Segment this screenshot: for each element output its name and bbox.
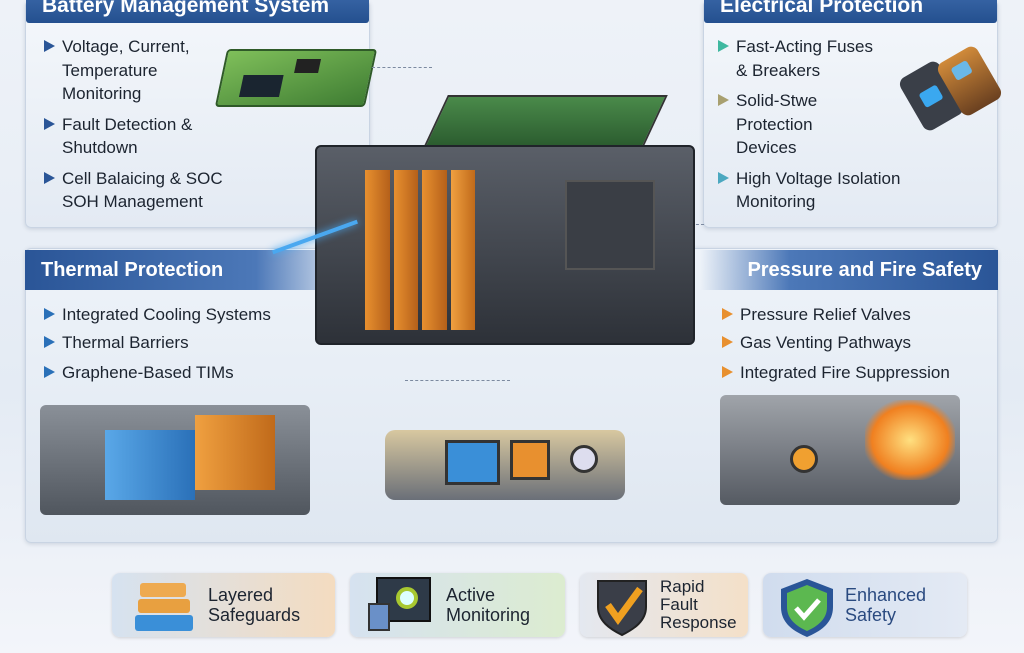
bullet-icon bbox=[722, 366, 733, 378]
pressure-item: Integrated Fire Suppression bbox=[718, 361, 998, 385]
bullet-icon bbox=[44, 308, 55, 320]
connector-line bbox=[372, 67, 432, 68]
fuse-image bbox=[897, 43, 1004, 134]
bullet-icon bbox=[44, 335, 55, 348]
connector-line bbox=[405, 380, 510, 381]
bms-item: Fault Detection & Shutdown bbox=[40, 113, 240, 160]
badge-label: Rapid Fault Response bbox=[660, 577, 737, 632]
bullet-icon bbox=[718, 171, 729, 184]
layers-icon bbox=[130, 577, 200, 633]
electrical-item: Fast-Acting Fuses & Breakers bbox=[714, 35, 889, 82]
monitor-icon bbox=[368, 577, 438, 633]
battery-pack-image bbox=[272, 95, 705, 350]
bullet-icon bbox=[722, 335, 733, 348]
badge-enhanced-safety: Enhanced Safety bbox=[763, 573, 967, 637]
bullet-icon bbox=[718, 40, 729, 52]
bms-item: Voltage, Current, Temperature Monitoring bbox=[40, 35, 240, 106]
bullet-icon bbox=[44, 366, 55, 378]
badge-layered-safeguards: Layered Safeguards bbox=[112, 573, 335, 637]
badge-label: Layered Safeguards bbox=[208, 585, 301, 625]
shield-bolt-icon bbox=[592, 577, 652, 637]
bullet-icon bbox=[44, 171, 55, 184]
thermal-title: Thermal Protection bbox=[25, 250, 355, 290]
pressure-item: Pressure Relief Valves bbox=[718, 303, 998, 327]
bullet-icon bbox=[722, 308, 733, 320]
thermal-item: Graphene-Based TIMs bbox=[40, 361, 320, 385]
thermal-item: Integrated Cooling Systems bbox=[40, 303, 320, 327]
bullet-icon bbox=[44, 40, 55, 52]
electrical-item: High Voltage Isolation Monitoring bbox=[714, 167, 944, 214]
badge-label: Enhanced Safety bbox=[845, 585, 927, 625]
badge-active-monitoring: Active Monitoring bbox=[350, 573, 565, 637]
monitoring-device-image bbox=[385, 425, 625, 515]
fire-safety-module-image bbox=[715, 385, 970, 520]
bullet-icon bbox=[718, 94, 729, 106]
pressure-item: Gas Venting Pathways bbox=[718, 331, 998, 355]
badge-label: Active Monitoring bbox=[446, 585, 531, 625]
bms-item: Cell Balaicing & SOC SOH Management bbox=[40, 167, 240, 214]
bms-title: Battery Management System bbox=[26, 0, 369, 23]
badge-rapid-fault-response: Rapid Fault Response bbox=[580, 573, 748, 637]
electrical-item: Solid-Stwe Protection Devices bbox=[714, 89, 854, 160]
cooling-module-image bbox=[30, 395, 320, 525]
thermal-item: Thermal Barriers bbox=[40, 331, 320, 355]
shield-check-icon bbox=[777, 577, 837, 637]
electrical-title: Electrical Protection bbox=[704, 0, 997, 23]
electrical-panel: Electrical Protection Fast-Acting Fuses … bbox=[703, 0, 1004, 228]
bms-panel: Battery Management System Voltage, Curre… bbox=[25, 0, 378, 228]
pressure-title: Pressure and Fire Safety bbox=[700, 250, 998, 290]
bullet-icon bbox=[44, 117, 55, 130]
